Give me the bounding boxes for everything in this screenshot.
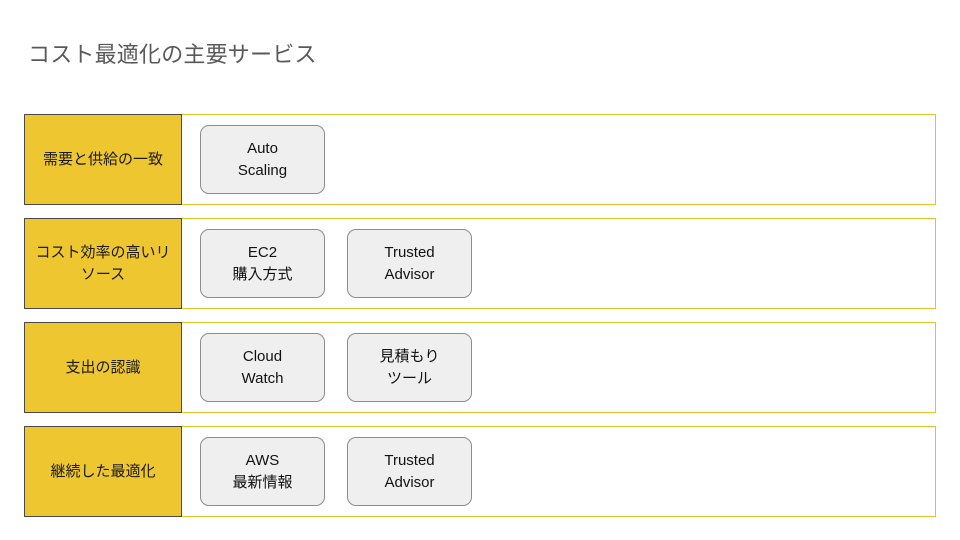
category-label: 需要と供給の一致	[42, 150, 163, 168]
service-card-trusted-advisor[interactable]: Trusted Advisor	[347, 229, 472, 298]
service-card-label: Cloud Watch	[241, 347, 284, 387]
service-card-label: Auto Scaling	[237, 139, 288, 179]
category-label: 支出の認識	[65, 358, 141, 376]
service-card-label: 見積もり ツール	[379, 347, 440, 387]
category-label: 継続した最適化	[50, 462, 156, 480]
service-card-group: Auto Scaling	[182, 115, 935, 204]
service-card-label: EC2 購入方式	[232, 243, 293, 283]
category-cell-expenditure-awareness: 支出の認識	[24, 322, 182, 413]
category-cell-continuous-optimization: 継続した最適化	[24, 426, 182, 517]
service-card-label: Trusted Advisor	[384, 451, 435, 491]
category-label: コスト効率の高いリソース	[35, 243, 171, 283]
service-card-label: Trusted Advisor	[384, 243, 435, 283]
service-card-estimation-tool[interactable]: 見積もり ツール	[347, 333, 472, 402]
service-card-ec2-purchase-options[interactable]: EC2 購入方式	[200, 229, 325, 298]
service-card-aws-latest-info[interactable]: AWS 最新情報	[200, 437, 325, 506]
service-card-group: EC2 購入方式 Trusted Advisor	[182, 219, 935, 308]
service-card-group: Cloud Watch 見積もり ツール	[182, 323, 935, 412]
page-title: コスト最適化の主要サービス	[28, 42, 317, 67]
table-row: 需要と供給の一致 Auto Scaling	[24, 114, 936, 205]
category-cell-demand-supply: 需要と供給の一致	[24, 114, 182, 205]
service-card-cloudwatch[interactable]: Cloud Watch	[200, 333, 325, 402]
table-row: コスト効率の高いリソース EC2 購入方式 Trusted Advisor	[24, 218, 936, 309]
category-cell-cost-effective-resources: コスト効率の高いリソース	[24, 218, 182, 309]
table-row: 支出の認識 Cloud Watch 見積もり ツール	[24, 322, 936, 413]
service-card-trusted-advisor[interactable]: Trusted Advisor	[347, 437, 472, 506]
service-card-label: AWS 最新情報	[232, 451, 293, 491]
category-row-list: 需要と供給の一致 Auto Scaling コスト効率の高いリソース EC2 購…	[24, 114, 936, 517]
service-card-auto-scaling[interactable]: Auto Scaling	[200, 125, 325, 194]
service-card-group: AWS 最新情報 Trusted Advisor	[182, 427, 935, 516]
table-row: 継続した最適化 AWS 最新情報 Trusted Advisor	[24, 426, 936, 517]
